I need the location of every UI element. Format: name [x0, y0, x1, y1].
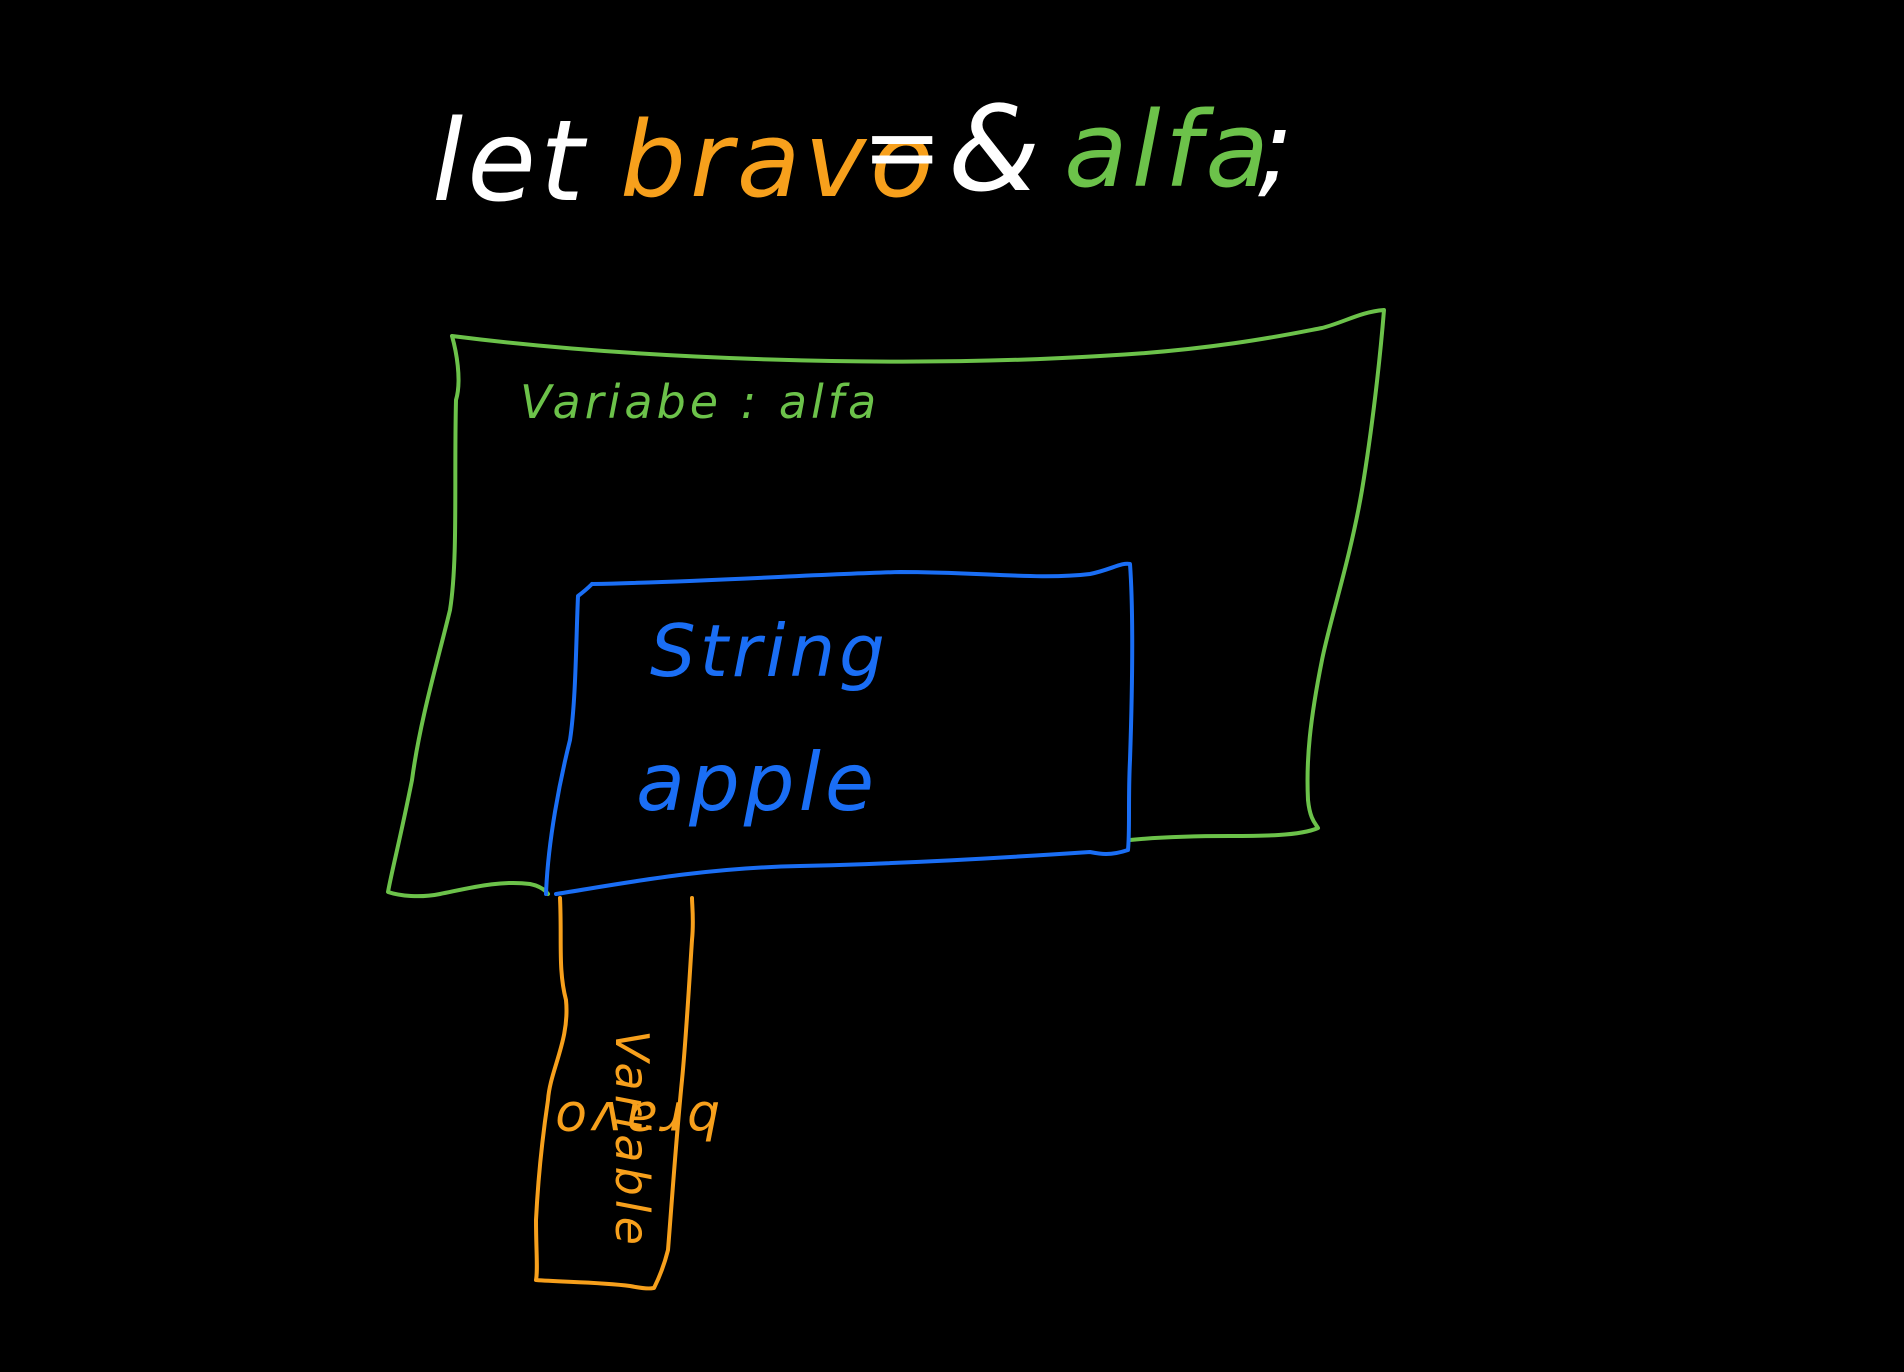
inner-box-outline [544, 561, 1135, 896]
equals-sign: = [862, 91, 946, 203]
target-variable-name: alfa [1064, 89, 1273, 211]
inner-box-value-label: apple [636, 736, 878, 829]
semicolon: ; [1258, 87, 1297, 209]
outer-box-outline [386, 308, 1386, 899]
outer-box-alfa: Variabe : alfa [386, 308, 1386, 899]
inner-box-type-label: String [650, 609, 889, 693]
ampersand: & [948, 80, 1044, 218]
ref-box-label-line1: Variable [605, 1030, 659, 1249]
inner-box-string: String apple [544, 561, 1135, 896]
outer-box-label: Variabe : alfa [520, 375, 880, 429]
ref-box-label-line2: bravo [551, 1089, 720, 1149]
ref-variable-name: bravo [620, 99, 938, 221]
keyword-let: let [432, 97, 588, 227]
ref-box-outline [534, 896, 695, 1291]
ref-box-bravo: Variable bravo [534, 896, 720, 1291]
code-line: let bravo = & alfa ; [432, 80, 1297, 227]
